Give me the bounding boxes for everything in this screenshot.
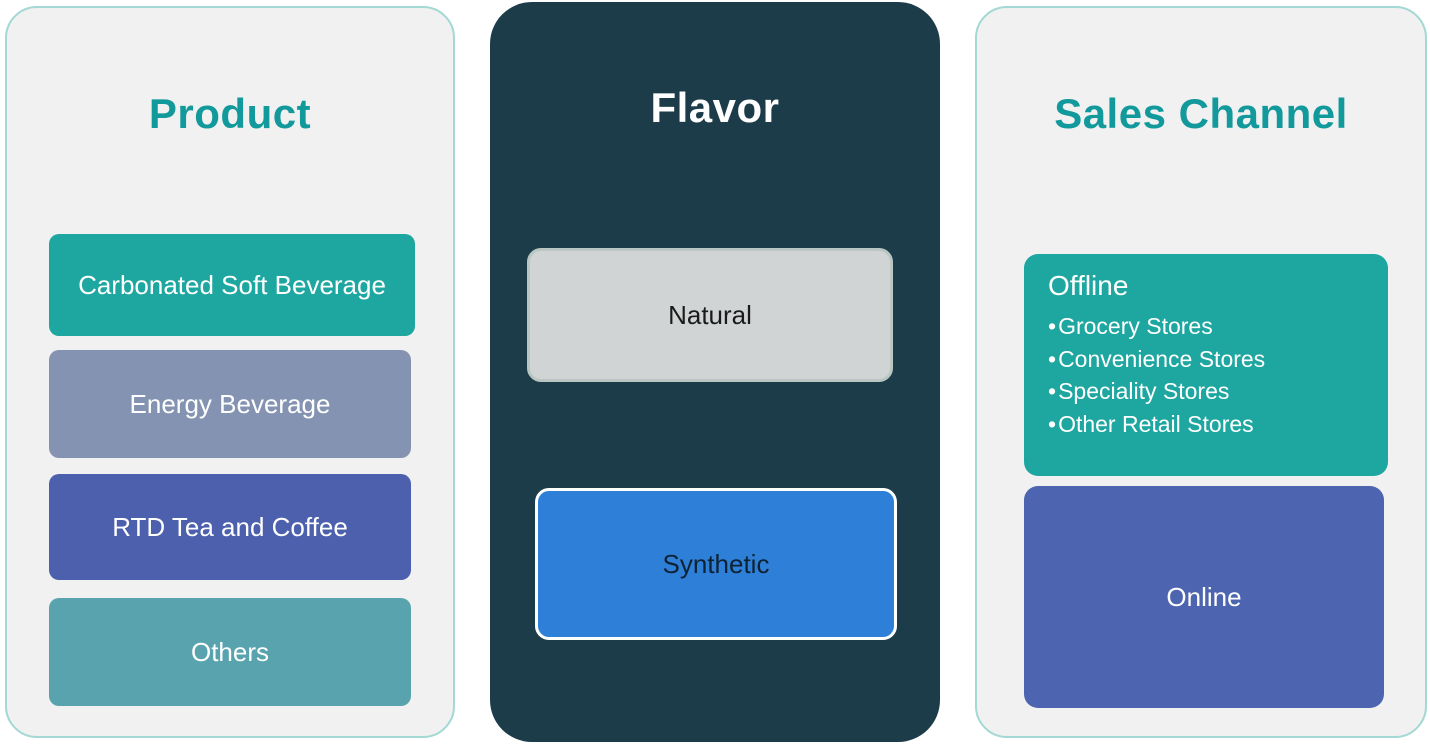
- offline-bullet-list: Grocery Stores Convenience Stores Specia…: [1048, 310, 1364, 441]
- offline-bullet-other-retail-stores: Other Retail Stores: [1048, 408, 1364, 441]
- product-item-energy-beverage: Energy Beverage: [49, 350, 411, 458]
- product-panel-title: Product: [148, 90, 312, 137]
- sales-channel-panel: Sales Channel Offline Grocery Stores Con…: [975, 6, 1427, 738]
- product-item-others: Others: [49, 598, 411, 706]
- offline-bullet-convenience-stores: Convenience Stores: [1048, 343, 1364, 376]
- offline-bullet-grocery-stores: Grocery Stores: [1048, 310, 1364, 343]
- flavor-panel-title: Flavor: [650, 84, 780, 131]
- flavor-panel: Flavor Natural Synthetic: [490, 2, 940, 742]
- sales-channel-item-offline: Offline Grocery Stores Convenience Store…: [1024, 254, 1388, 476]
- sales-channel-item-online: Online: [1024, 486, 1384, 708]
- flavor-item-synthetic: Synthetic: [535, 488, 897, 640]
- offline-label: Offline: [1048, 270, 1129, 301]
- offline-bullet-speciality-stores: Speciality Stores: [1048, 375, 1364, 408]
- product-panel: Product Carbonated Soft Beverage Energy …: [5, 6, 455, 738]
- product-item-rtd-tea-and-coffee: RTD Tea and Coffee: [49, 474, 411, 580]
- product-item-carbonated-soft-beverage: Carbonated Soft Beverage: [49, 234, 415, 336]
- sales-channel-panel-title: Sales Channel: [1054, 90, 1348, 137]
- flavor-item-natural: Natural: [527, 248, 893, 382]
